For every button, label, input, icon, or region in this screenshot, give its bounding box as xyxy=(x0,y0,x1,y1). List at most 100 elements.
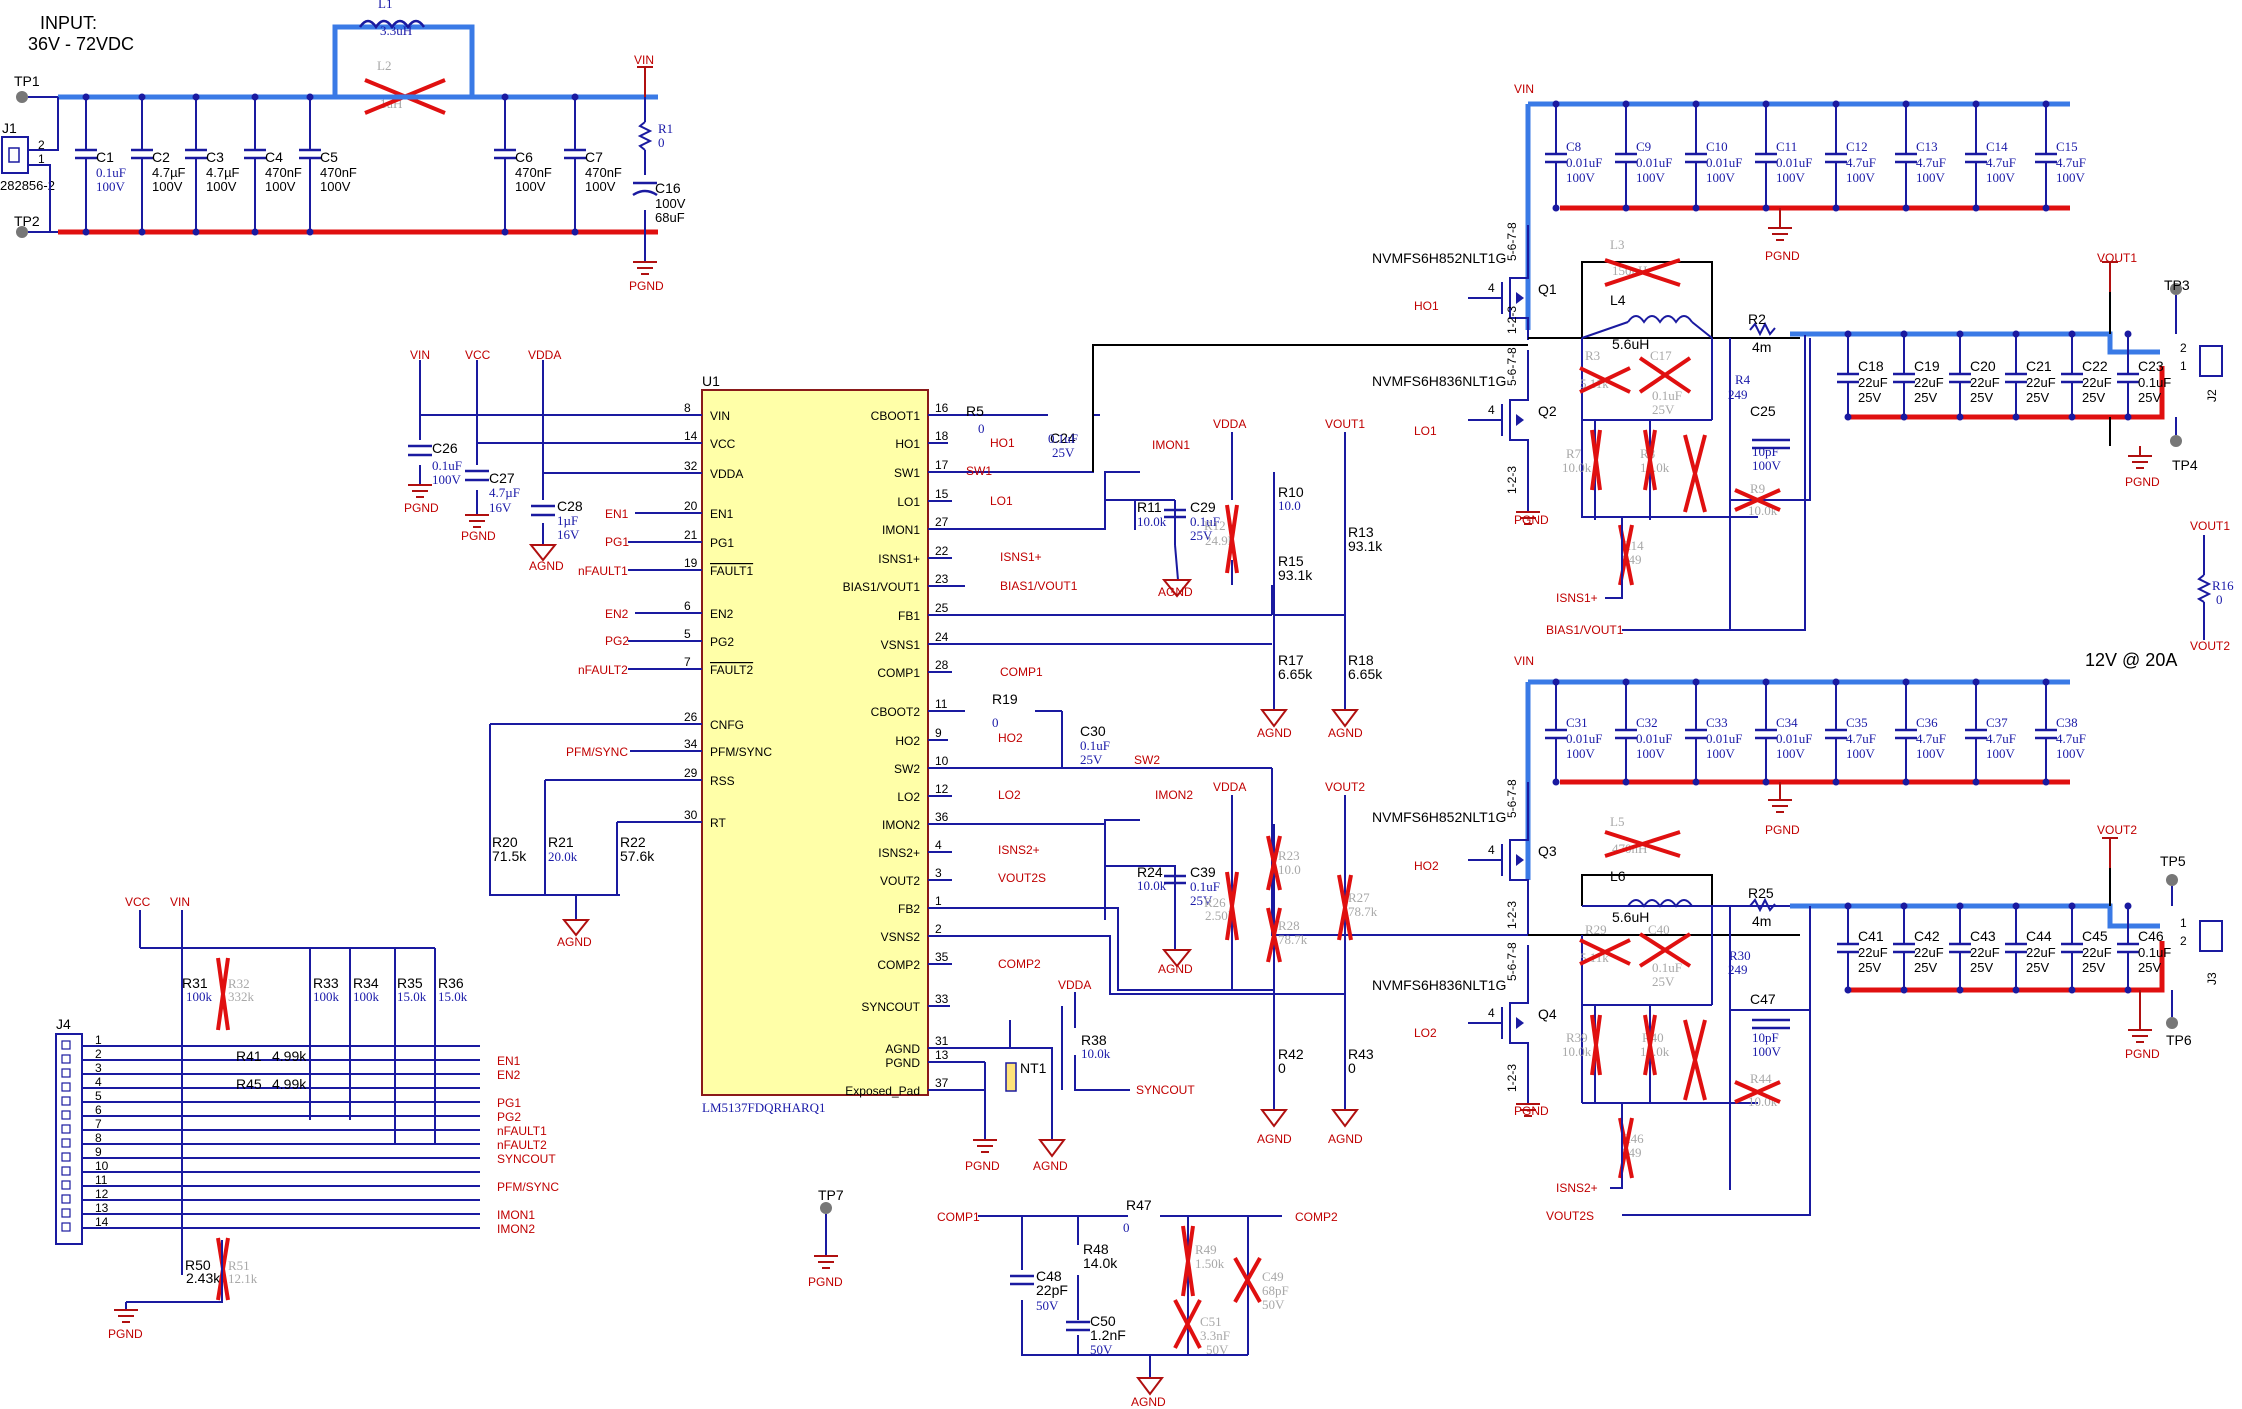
j2-ref: J2 xyxy=(2205,389,2219,402)
j4-pin-num: 9 xyxy=(95,1145,102,1159)
u1-left-pin-name: FAULT1 xyxy=(710,564,753,578)
fet2-gate xyxy=(1468,404,1503,436)
u1-left-pin-num: 21 xyxy=(684,528,698,542)
r23-ref: R23 xyxy=(1278,848,1300,863)
r1-value: 0 xyxy=(658,135,665,150)
comp1-label-net: COMP1 xyxy=(937,1210,980,1224)
vin-cap-2-ref: C32 xyxy=(1636,715,1658,730)
r41-value: 4.99k xyxy=(272,1048,307,1064)
vin-cap-1-plates xyxy=(1755,152,1777,164)
j4-pg1: PG1 xyxy=(497,1096,521,1110)
input-cap-ref: C2 xyxy=(152,149,170,165)
u1-right-pin-num: 23 xyxy=(935,572,949,586)
j4-ref: J4 xyxy=(56,1016,71,1032)
u1-left-pin-num: 8 xyxy=(684,401,691,415)
r39-ref: R39 xyxy=(1566,1030,1588,1045)
l3-dnp-mark xyxy=(1604,258,1681,287)
l5-ref: L5 xyxy=(1610,814,1624,829)
c40-ref: C40 xyxy=(1648,922,1670,937)
vin-cap-1-ref: C13 xyxy=(1916,139,1938,154)
vout1-label-fb1: VOUT1 xyxy=(1325,417,1365,431)
vin-cap-2-plates xyxy=(1825,728,1847,740)
input-cap-voltage: 100V xyxy=(152,179,183,194)
r33-ref: R33 xyxy=(313,975,339,991)
fet4-gate-pin: 4 xyxy=(1488,1006,1495,1020)
input-cap-ref: C6 xyxy=(515,149,533,165)
c25-v1: 10pF xyxy=(1752,444,1779,459)
r5-ref: R5 xyxy=(966,403,984,419)
r35-value: 15.0k xyxy=(397,989,427,1004)
j4-nfault1: nFAULT1 xyxy=(497,1124,547,1138)
r7-ref: R7 xyxy=(1566,446,1582,461)
tp1-point[interactable] xyxy=(16,91,28,103)
fet4-arrow xyxy=(1516,1017,1524,1029)
tp1-label: TP1 xyxy=(14,73,40,89)
vout2-label-r16: VOUT2 xyxy=(2190,639,2230,653)
u1-left-pin-num: 19 xyxy=(684,556,698,570)
u1-left-pin-name: EN1 xyxy=(710,507,734,521)
out-cap-1-voltage: 25V xyxy=(1914,390,1937,405)
vcc-label-u1: VCC xyxy=(465,348,491,362)
r51-value: 12.1k xyxy=(228,1271,258,1286)
out-cap-1-ref: C23 xyxy=(2138,358,2164,374)
isns1-label-u1: ISNS1+ xyxy=(1000,550,1042,564)
c47-ref: C47 xyxy=(1750,991,1776,1007)
j4-imon1: IMON1 xyxy=(497,1208,535,1222)
vin-capacitor-bank-2: C310.01uF100VC320.01uF100VC330.01uF100VC… xyxy=(1545,678,2086,786)
out-cap-1-plates xyxy=(2005,372,2027,384)
out-cap-2-plates xyxy=(2117,942,2139,954)
tp7-point[interactable] xyxy=(820,1202,832,1214)
j4-syncout: SYNCOUT xyxy=(497,1152,556,1166)
u1-right-pin-num: 9 xyxy=(935,726,942,740)
tp3-point[interactable] xyxy=(2170,283,2182,295)
fet3-gate xyxy=(1468,844,1503,876)
vin-cap-1-plates xyxy=(1545,152,1567,164)
tp6-point[interactable] xyxy=(2166,1017,2178,1029)
vin-cap-2-voltage: 100V xyxy=(1706,746,1736,761)
out-cap-1-ref: C19 xyxy=(1914,358,1940,374)
vin-cap-2-ref: C36 xyxy=(1916,715,1938,730)
u1-right-pin-num: 33 xyxy=(935,992,949,1006)
r16-ref: R16 xyxy=(2212,578,2234,593)
vin-cap-1-value: 4.7uF xyxy=(1846,155,1876,170)
r49-dnp-mark xyxy=(1181,1225,1195,1297)
u1-right-pin-num: 35 xyxy=(935,950,949,964)
r15-value: 93.1k xyxy=(1278,567,1313,583)
out-cap-2-junction xyxy=(2124,986,2132,994)
r48-ref: R48 xyxy=(1083,1241,1109,1257)
vin-cap-2-value: 0.01uF xyxy=(1566,731,1602,746)
q3-part: NVMFS6H852NLT1G xyxy=(1372,809,1506,825)
vout1-label-r16: VOUT1 xyxy=(2190,519,2230,533)
out-cap-2-plates xyxy=(1949,942,1971,954)
vin-cap-1-value: 0.01uF xyxy=(1776,155,1812,170)
r11-value: 10.0k xyxy=(1137,514,1167,529)
fet1-gate-pin: 4 xyxy=(1488,281,1495,295)
input-cap-junction xyxy=(306,93,314,101)
r35-ref: R35 xyxy=(397,975,423,991)
vin-cap-1-junction xyxy=(1972,204,1980,212)
c39-ref: C39 xyxy=(1190,864,1216,880)
r39-r40-dnp-marks xyxy=(1590,1014,1707,1101)
vin-cap-1-value: 4.7uF xyxy=(1986,155,2016,170)
out-cap-2-junction xyxy=(2012,986,2020,994)
vin-cap-2-junction xyxy=(1832,678,1840,686)
input-cap-voltage: 100V xyxy=(320,179,351,194)
nfault2-label: nFAULT2 xyxy=(578,663,628,677)
u1-left-pin-num: 6 xyxy=(684,599,691,613)
tp4-point[interactable] xyxy=(2170,435,2182,447)
input-cap-value: 470nF xyxy=(585,165,622,180)
vin-cap-2-voltage: 100V xyxy=(1986,746,2016,761)
vin-cap-1-ref: C12 xyxy=(1846,139,1868,154)
u1-right-pin-name: AGND xyxy=(885,1042,920,1056)
c50-v2: 50V xyxy=(1090,1342,1113,1357)
fet4-pins-top: 5-6-7-8 xyxy=(1505,942,1519,981)
input-cap-junction xyxy=(82,93,90,101)
tp5-point[interactable] xyxy=(2166,874,2178,886)
fet3-channel xyxy=(1509,782,1529,935)
j4-pin-pad xyxy=(61,1054,71,1064)
u1-right-pin-name: CBOOT1 xyxy=(871,409,921,423)
output-capacitor-bank-1: C1822uF25VC1922uF25VC2022uF25VC2122uF25V… xyxy=(1837,330,2171,421)
tp2-point[interactable] xyxy=(16,226,28,238)
out-cap-1-junction xyxy=(1900,413,1908,421)
